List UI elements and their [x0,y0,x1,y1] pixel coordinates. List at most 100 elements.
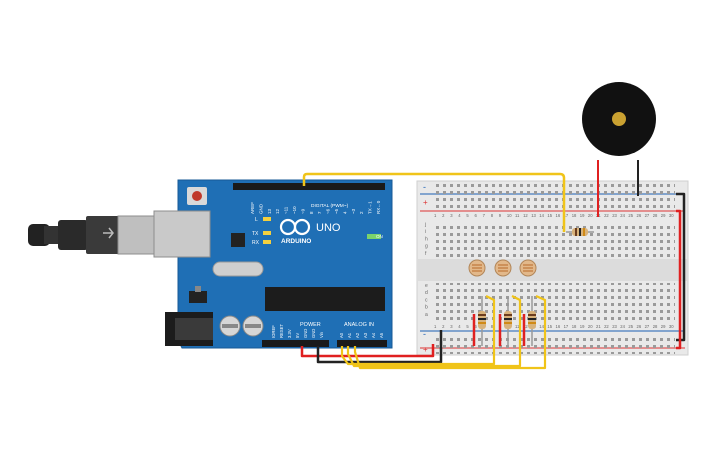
photoresistor[interactable] [519,259,537,277]
breadboard-row-label: a [425,312,428,318]
breadboard-column-number: 23 [612,213,617,218]
wires[interactable] [300,160,686,370]
crystal [212,261,264,277]
wire-yellow-a2[interactable] [353,294,547,370]
power-pin-label: GND [303,329,308,338]
digital-pin-label: GND [258,203,263,214]
breadboard-row-label: h [425,236,428,242]
digital-pin-label: 7 [317,211,322,214]
breadboard-column-number: 24 [620,213,625,218]
breadboard-column-number: 23 [612,324,617,329]
breadboard-column-number: 4 [458,324,461,329]
digital-pin-label: AREF [250,202,255,214]
power-pin-label: 3.3V [287,329,292,338]
breadboard-column-number: 29 [661,213,666,218]
breadboard-column-number: 28 [653,213,658,218]
breadboard-column-number: 12 [523,213,528,218]
breadboard-column-number: 17 [564,213,569,218]
breadboard-column-number: 9 [499,213,502,218]
wire-red-rail[interactable] [676,209,682,350]
voltage-regulator [189,291,207,303]
breadboard-column-number: 22 [604,324,609,329]
power-pin-label: RESET [279,324,284,338]
breadboard-column-labels: 1122334455667788991010111112121313141415… [434,213,674,329]
breadboard-column-number: 18 [572,324,577,329]
breadboard-row-label: j [424,222,426,228]
breadboard-column-number: 8 [491,324,494,329]
breadboard-column-number: 1 [434,324,437,329]
breadboard-column-number: 1 [434,213,437,218]
analog-pin-label: A4 [371,332,376,338]
led-rx-label: RX [252,240,260,246]
resistor[interactable] [566,228,594,236]
breadboard-column-number: 3 [450,213,453,218]
analog-label: ANALOG IN [344,322,374,328]
breadboard-column-number: 20 [588,213,593,218]
resistor[interactable] [498,296,512,346]
digital-pin-label: ~10 [292,206,297,214]
analog-pin-label: A5 [379,332,384,338]
breadboard-column-number: 2 [442,213,445,218]
analog-pin-label: A2 [355,332,360,338]
breadboard-column-number: 29 [661,324,666,329]
breadboard-column-number: 30 [669,324,674,329]
breadboard-column-number: 26 [637,213,642,218]
arduino-logo [279,218,311,236]
analog-header[interactable] [337,340,387,347]
breadboard-column-number: 27 [645,324,650,329]
breadboard-row-label: d [425,290,428,296]
breadboard-column-number: 25 [628,213,633,218]
wire-yellow-a1[interactable] [346,295,522,368]
led-tx-label: TX [252,231,259,237]
microcontroller-chip [265,287,385,311]
digital-pin-label: RX←0 [376,200,381,214]
power-label: POWER [300,322,321,328]
breadboard-column-number: 21 [596,324,601,329]
breadboard-row-label: i [425,229,426,235]
photoresistor[interactable] [468,259,486,277]
arduino-board[interactable]: ARDUINO UNO DIGITAL (PWM~) POWER ANALOG … [153,179,393,349]
breadboard-column-number: 6 [475,213,478,218]
digital-pin-label: 13 [267,208,272,214]
breadboard-row-label: f [425,251,427,257]
breadboard-column-number: 26 [637,324,642,329]
digital-header-label: DIGITAL (PWM~) [311,203,349,209]
breadboard-column-number: 16 [556,213,561,218]
breadboard-column-number: 30 [669,213,674,218]
analog-pin-label: A1 [347,332,352,338]
power-pin-label: 5V [295,333,300,338]
breadboard-column-number: 13 [531,213,536,218]
breadboard-row-label: g [425,244,428,250]
resistor[interactable] [522,296,536,346]
power-pin-label: GND [311,329,316,338]
breadboard-column-number: 5 [466,213,469,218]
usb-cable[interactable] [28,215,163,255]
breadboard-row-label: c [425,297,428,303]
photoresistor[interactable] [494,259,512,277]
digital-pin-label: ~6 [326,208,331,214]
digital-header[interactable] [233,183,385,190]
wire-red-5v[interactable] [300,344,435,358]
power-header[interactable] [262,340,329,347]
breadboard-column-number: 24 [620,324,625,329]
wire-yellow-digital[interactable] [302,172,566,232]
breadboard-column-number: 27 [645,213,650,218]
rail-plus-bottom: + [423,345,428,354]
rail-minus-bottom: - [423,329,426,339]
wire-yellow-a0[interactable] [340,295,496,366]
buzzer[interactable] [582,82,656,156]
power-pin-label: IOREF [271,325,276,338]
digital-pin-label: ~3 [351,208,356,214]
breadboard-column-number: 11 [515,213,520,218]
breadboard-column-number: 16 [556,324,561,329]
resistor[interactable] [472,296,486,346]
breadboard-column-number: 5 [466,324,469,329]
breadboard-column-number: 17 [564,324,569,329]
on-led-label: ON [376,234,383,239]
usb-chip [231,233,245,247]
wire-black-gnd[interactable] [316,330,443,364]
breadboard-column-number: 15 [547,213,552,218]
